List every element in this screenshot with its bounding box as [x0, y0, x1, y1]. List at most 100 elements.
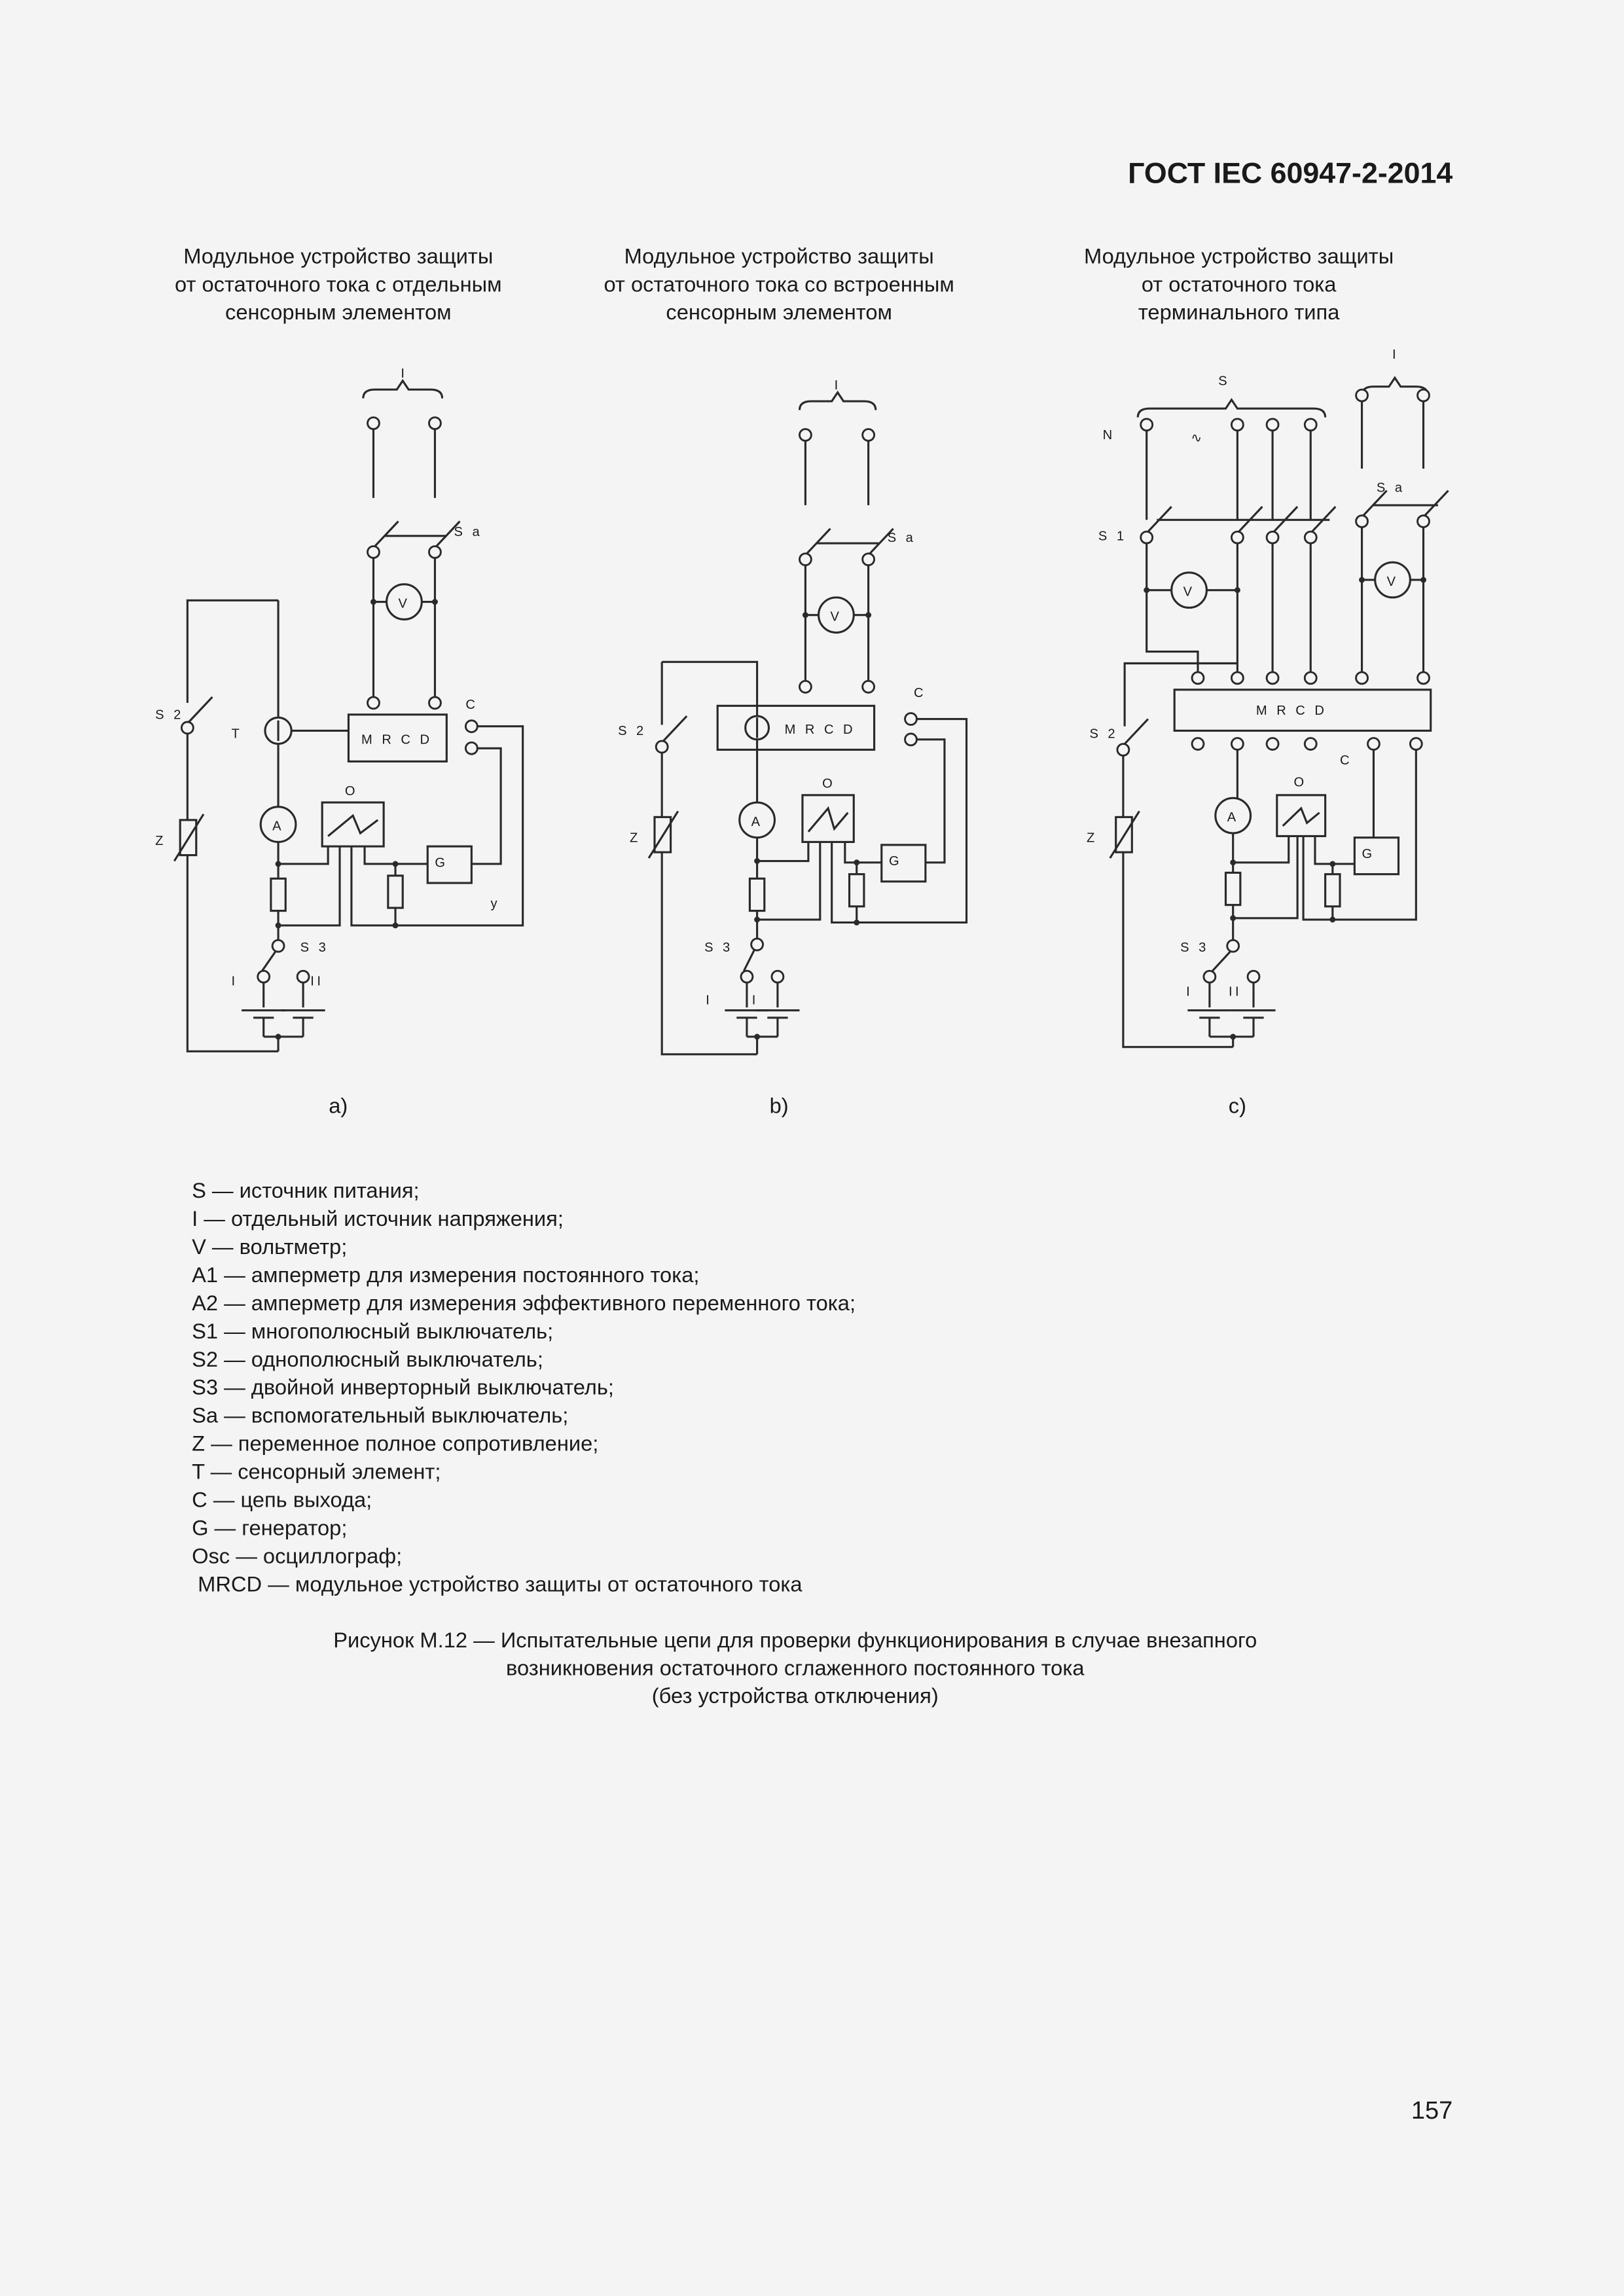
- terminal: [655, 740, 669, 754]
- supply-brace: [1136, 397, 1327, 418]
- terminal: [1355, 671, 1369, 685]
- title-line: сенсорным элементом: [225, 300, 452, 324]
- meter-label: V: [1183, 585, 1195, 600]
- label: M R C D: [1256, 704, 1327, 718]
- legend-item: Osc — осциллограф;: [192, 1543, 402, 1568]
- wire: [1424, 490, 1449, 516]
- wire: [743, 950, 755, 972]
- wire: [662, 715, 688, 742]
- terminal: [180, 721, 194, 735]
- wire: [1123, 662, 1238, 726]
- caption-line: возникновения остаточного сглаженного по…: [506, 1655, 1085, 1679]
- wire: [261, 951, 276, 972]
- oscilloscope: [1276, 794, 1327, 838]
- label: ∿: [1191, 431, 1204, 446]
- mrcd-box: [1173, 689, 1432, 732]
- terminal: [1202, 969, 1217, 984]
- label: I: [401, 367, 407, 381]
- terminal: [464, 741, 478, 755]
- terminal: [1265, 737, 1280, 751]
- wire: [1146, 543, 1199, 672]
- wire: [1233, 836, 1290, 864]
- terminal: [1140, 418, 1154, 432]
- terminal: [428, 416, 442, 431]
- label: I: [706, 994, 712, 1008]
- wire: [278, 846, 341, 927]
- generator: [1353, 836, 1400, 876]
- label: S 1: [1098, 529, 1127, 544]
- diagram-a-caption: a): [329, 1093, 348, 1117]
- wire: [1302, 749, 1417, 921]
- label: S 2: [155, 708, 184, 723]
- wire: [1212, 951, 1231, 972]
- label: I: [1392, 348, 1399, 362]
- wire: [435, 520, 461, 547]
- terminal: [257, 969, 271, 984]
- junction-dot: [275, 861, 281, 867]
- legend-item: MRCD — модульное устройство защиты от ос…: [192, 1571, 803, 1596]
- terminal: [1265, 671, 1280, 685]
- wire: [374, 520, 399, 547]
- junction-dot: [1329, 861, 1336, 867]
- resistor: [270, 877, 287, 912]
- terminal: [367, 416, 380, 431]
- label: O: [345, 784, 358, 798]
- legend-item: V — вольтметр;: [192, 1234, 347, 1259]
- junction-dot: [275, 922, 281, 929]
- terminal: [1303, 530, 1318, 545]
- figure-caption: Рисунок М.12 — Испытательные цепи для пр…: [333, 1628, 1257, 1708]
- wire: [660, 852, 757, 1056]
- label: M R C D: [361, 733, 432, 747]
- z-label: Z: [1087, 831, 1098, 845]
- terminal: [904, 732, 918, 747]
- terminal: [1409, 737, 1423, 751]
- terminal: [1191, 737, 1205, 751]
- label: N: [1103, 428, 1115, 442]
- page-number: 157: [1411, 2097, 1453, 2125]
- diagram-c-caption: c): [1229, 1093, 1246, 1117]
- wire: [869, 528, 894, 554]
- resistor: [387, 874, 404, 909]
- label: I: [231, 975, 238, 989]
- legend-item: S2 — однополюсный выключатель;: [192, 1347, 543, 1371]
- terminal: [1416, 514, 1430, 528]
- diagram-a-title: Модульное устройство защиты от остаточно…: [175, 244, 502, 324]
- label: C: [914, 686, 926, 700]
- junction-dot: [431, 599, 438, 605]
- wire: [1233, 836, 1299, 920]
- terminal: [1226, 939, 1240, 953]
- terminal: [428, 696, 442, 710]
- terminal: [750, 937, 765, 952]
- legend-item: A1 — амперметр для измерения постоянного…: [192, 1263, 699, 1287]
- terminal: [1416, 388, 1430, 403]
- resistor: [748, 877, 766, 912]
- wire: [327, 814, 379, 837]
- oscilloscope: [321, 801, 385, 848]
- terminal: [770, 969, 785, 984]
- label: S 2: [1089, 727, 1118, 742]
- z-label: Z: [155, 834, 166, 848]
- label: S a: [888, 531, 916, 545]
- caption-line: Рисунок М.12 — Испытательные цепи для пр…: [333, 1628, 1257, 1652]
- label: I: [835, 378, 841, 393]
- source-brace: [798, 390, 877, 410]
- generator-label: G: [435, 855, 448, 870]
- legend-item: Z — переменное полное сопротивление;: [192, 1431, 598, 1456]
- label: C: [1340, 753, 1352, 768]
- terminal: [367, 545, 380, 559]
- standard-header: ГОСТ IEC 60947-2-2014: [1128, 157, 1453, 190]
- resistor: [1324, 873, 1341, 908]
- label: C: [465, 698, 478, 712]
- generator: [426, 845, 473, 884]
- diagram-b-title: Модульное устройство защиты от остаточно…: [604, 244, 954, 324]
- junction-dot: [392, 922, 399, 929]
- terminal: [861, 552, 876, 567]
- wire: [757, 842, 810, 863]
- junction-dot: [865, 612, 872, 619]
- title-line: терминального типа: [1138, 300, 1340, 324]
- label: O: [1294, 775, 1307, 789]
- terminal: [1303, 418, 1318, 432]
- label: S a: [1377, 481, 1405, 495]
- terminal: [904, 712, 918, 726]
